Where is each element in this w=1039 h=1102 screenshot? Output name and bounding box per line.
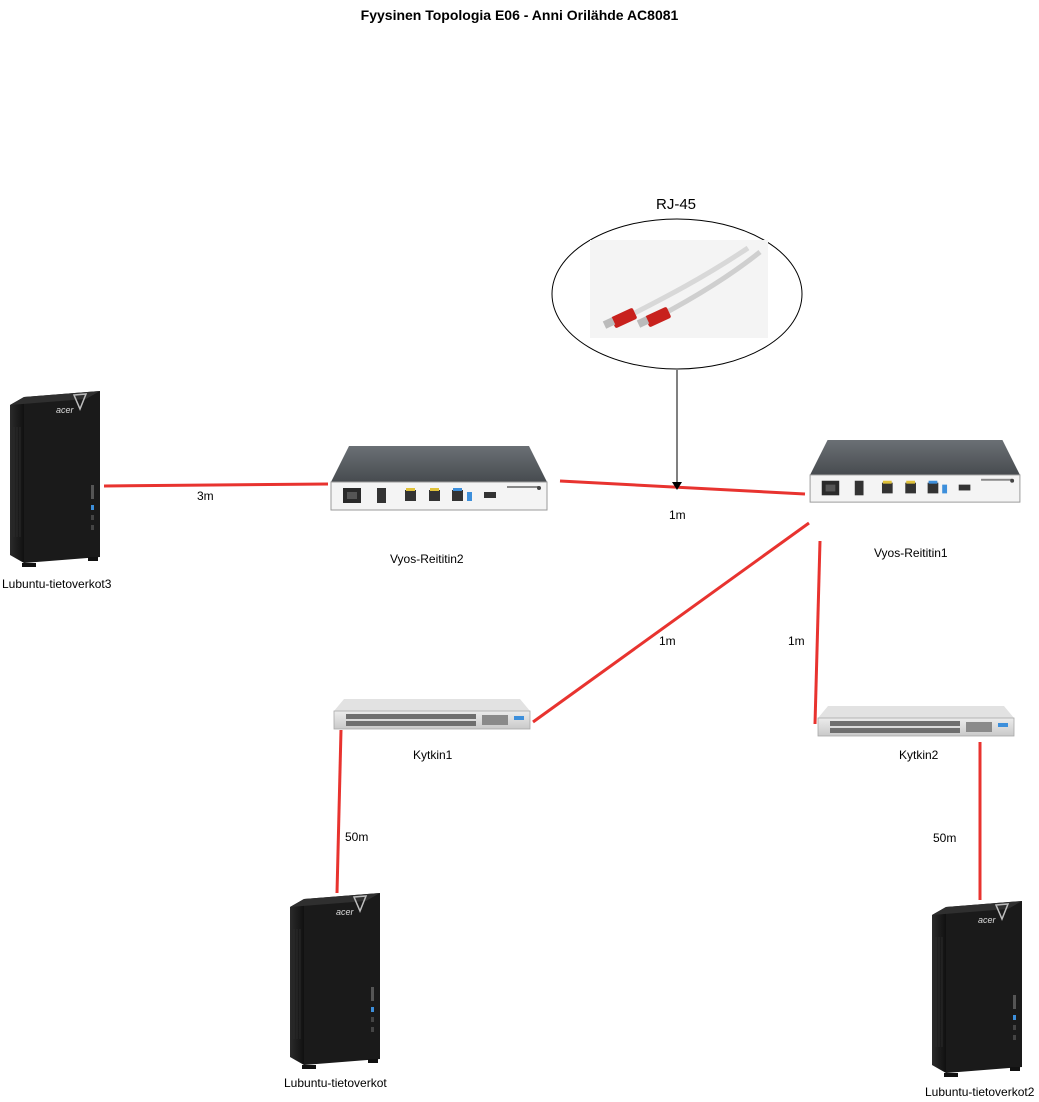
pc3-tower bbox=[10, 390, 101, 567]
link-router1-switch2 bbox=[813, 540, 822, 725]
link-label-pc3-router2: 3m bbox=[197, 489, 214, 503]
pc1-label: Lubuntu-tietoverkot bbox=[284, 1076, 387, 1090]
switch2-device bbox=[817, 705, 1015, 737]
link-label-router1-switch2: 1m bbox=[788, 634, 805, 648]
link-label-router2-router1: 1m bbox=[669, 508, 686, 522]
link-router2-router1 bbox=[559, 479, 806, 496]
link-router1-switch1 bbox=[532, 521, 810, 724]
link-switch1-pc1 bbox=[335, 729, 343, 894]
router2-label: Vyos-Reititin2 bbox=[390, 552, 464, 566]
diagram-title: Fyysinen Topologia E06 - Anni Orilähde A… bbox=[360, 7, 679, 23]
link-label-switch2-pc2: 50m bbox=[933, 831, 957, 845]
rj45-callout bbox=[551, 218, 803, 490]
switch1-label: Kytkin1 bbox=[413, 748, 453, 762]
link-label-switch1-pc1: 50m bbox=[345, 830, 369, 844]
pc3-label: Lubuntu-tietoverkot3 bbox=[2, 577, 112, 591]
callout-arrowhead bbox=[672, 482, 682, 490]
rj45-label: RJ-45 bbox=[656, 196, 697, 213]
ethernet-cable-icon bbox=[602, 245, 762, 329]
router1-device bbox=[809, 439, 1021, 503]
pc2-label: Lubuntu-tietoverkot2 bbox=[925, 1085, 1035, 1099]
switch2-label: Kytkin2 bbox=[899, 748, 939, 762]
link-label-router1-switch1: 1m bbox=[659, 634, 676, 648]
pc2-tower bbox=[932, 900, 1023, 1078]
router2-device bbox=[330, 445, 548, 511]
links bbox=[103, 479, 982, 900]
switch1-device bbox=[333, 698, 531, 730]
router1-label: Vyos-Reititin1 bbox=[874, 546, 948, 560]
pc1-tower bbox=[290, 892, 381, 1070]
link-pc3-router2 bbox=[103, 482, 329, 488]
